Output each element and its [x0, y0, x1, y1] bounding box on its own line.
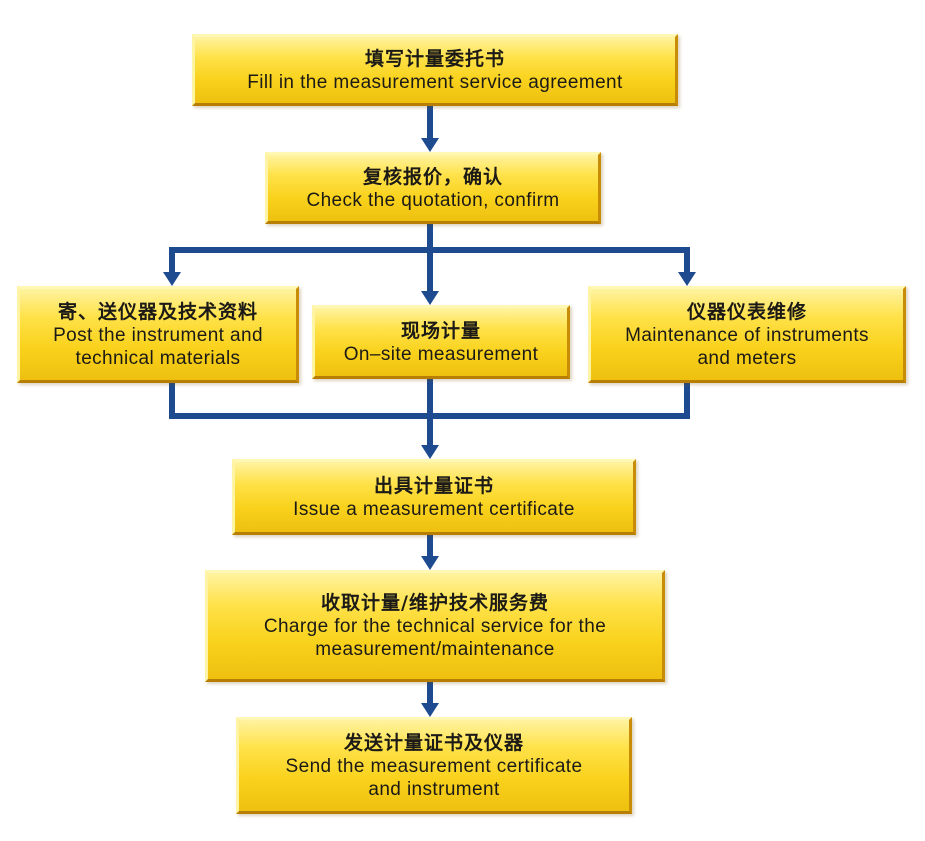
step-issue-certificate-en: Issue a measurement certificate [293, 498, 575, 520]
step-check-quotation-box: 复核报价，确认 Check the quotation, confirm [265, 152, 601, 224]
arrowhead-to-certificate [421, 445, 439, 459]
step-check-quotation-zh: 复核报价，确认 [362, 165, 503, 188]
step-maintenance-zh: 仪器仪表维修 [686, 300, 807, 323]
arrowhead-to-maintenance [678, 272, 696, 286]
step-maintenance-box: 仪器仪表维修 Maintenance of instruments and me… [588, 286, 906, 383]
step-charge-fee-box: 收取计量/维护技术服务费 Charge for the technical se… [205, 570, 665, 682]
step-fill-agreement-box: 填写计量委托书 Fill in the measurement service … [192, 34, 678, 106]
step-post-instrument-en-line2: technical materials [75, 347, 241, 369]
step-send-certificate-zh: 发送计量证书及仪器 [343, 731, 524, 754]
arrowhead-to-quotation [421, 138, 439, 152]
arrowhead-to-send [421, 703, 439, 717]
step-post-instrument-zh: 寄、送仪器及技术资料 [57, 300, 258, 323]
step-onsite-measurement-zh: 现场计量 [400, 319, 481, 342]
step-send-certificate-en-line2: and instrument [368, 778, 500, 800]
step-issue-certificate-box: 出具计量证书 Issue a measurement certificate [232, 459, 636, 535]
step-issue-certificate-zh: 出具计量证书 [373, 474, 494, 497]
step-post-instrument-box: 寄、送仪器及技术资料 Post the instrument and techn… [17, 286, 299, 383]
step-charge-fee-zh: 收取计量/维护技术服务费 [321, 592, 549, 614]
step-send-certificate-en-line1: Send the measurement certificate [285, 755, 583, 777]
step-charge-fee-en-line2: measurement/maintenance [315, 639, 555, 660]
step-fill-agreement-zh: 填写计量委托书 [364, 47, 505, 70]
step-send-certificate-box: 发送计量证书及仪器 Send the measurement certifica… [236, 717, 632, 814]
step-post-instrument-en-line1: Post the instrument and [53, 324, 263, 346]
step-charge-fee-en-line1: Charge for the technical service for the [263, 616, 607, 637]
step-maintenance-en-line1: Maintenance of instruments [625, 324, 869, 346]
step-onsite-measurement-box: 现场计量 On–site measurement [312, 305, 570, 379]
step-check-quotation-en: Check the quotation, confirm [306, 189, 560, 211]
step-onsite-measurement-en: On–site measurement [343, 343, 539, 365]
step-fill-agreement-en: Fill in the measurement service agreemen… [247, 71, 623, 93]
arrowhead-to-charge [421, 556, 439, 570]
step-maintenance-en-line2: and meters [697, 347, 797, 369]
arrowhead-to-onsite [421, 291, 439, 305]
arrowhead-to-post [163, 272, 181, 286]
